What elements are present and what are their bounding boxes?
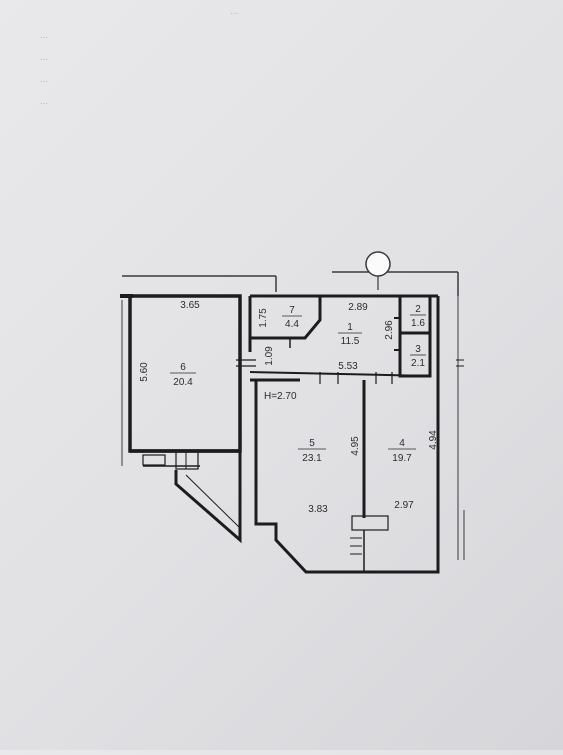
room-7-number: 7 xyxy=(289,305,295,316)
dim-corridor-width: 2.89 xyxy=(348,302,368,313)
room-4-number: 4 xyxy=(399,438,405,449)
header-line-2: ... xyxy=(40,30,48,41)
room-6-area: 20.4 xyxy=(173,377,193,388)
dim-room6-width: 3.65 xyxy=(180,300,200,311)
header-line-5: ... xyxy=(40,96,48,107)
room-7-area: 4.4 xyxy=(285,319,299,330)
header-line-3: ... xyxy=(40,52,48,63)
building-outline xyxy=(121,271,465,560)
dim-room6-height: 5.60 xyxy=(139,362,150,382)
room-2-number: 2 xyxy=(415,304,421,315)
room-4-area: 19.7 xyxy=(392,453,412,464)
room-1-number: 1 xyxy=(347,322,353,333)
room-2-area: 1.6 xyxy=(411,318,425,329)
room-6-number: 6 xyxy=(180,362,186,373)
room-5-area: 23.1 xyxy=(302,453,322,464)
room-3-number: 3 xyxy=(415,344,421,355)
dimension-labels: 3.65 5.60 1.75 2.89 2.96 1.09 5.53 4.95 … xyxy=(139,300,439,515)
dim-room1-height: 2.96 xyxy=(384,320,395,340)
room-3-area: 2.1 xyxy=(411,358,425,369)
dim-room4-width: 2.97 xyxy=(394,500,414,511)
header-line-1: ... xyxy=(230,6,238,17)
room-1-area: 11.5 xyxy=(341,336,360,347)
dim-room5-height: 4.95 xyxy=(350,436,361,456)
header-text: ... ... ... ... ... xyxy=(40,6,238,107)
north-marker xyxy=(365,251,391,290)
ceiling-height-label: H=2.70 xyxy=(264,391,297,402)
walls xyxy=(120,294,464,574)
dim-room5-width: 3.83 xyxy=(308,504,328,515)
dim-room7-height: 1.75 xyxy=(258,308,269,328)
circle-marker-icon xyxy=(365,251,391,277)
room-labels: 6 20.4 7 4.4 1 11.5 2 1.6 3 2.1 5 23.1 4… xyxy=(170,304,426,464)
header-line-4: ... xyxy=(40,74,48,85)
dim-corridor-length: 5.53 xyxy=(338,361,358,372)
room-5-number: 5 xyxy=(309,438,315,449)
dim-door-width: 1.09 xyxy=(264,346,275,366)
dim-room4-height: 4.94 xyxy=(428,430,439,450)
